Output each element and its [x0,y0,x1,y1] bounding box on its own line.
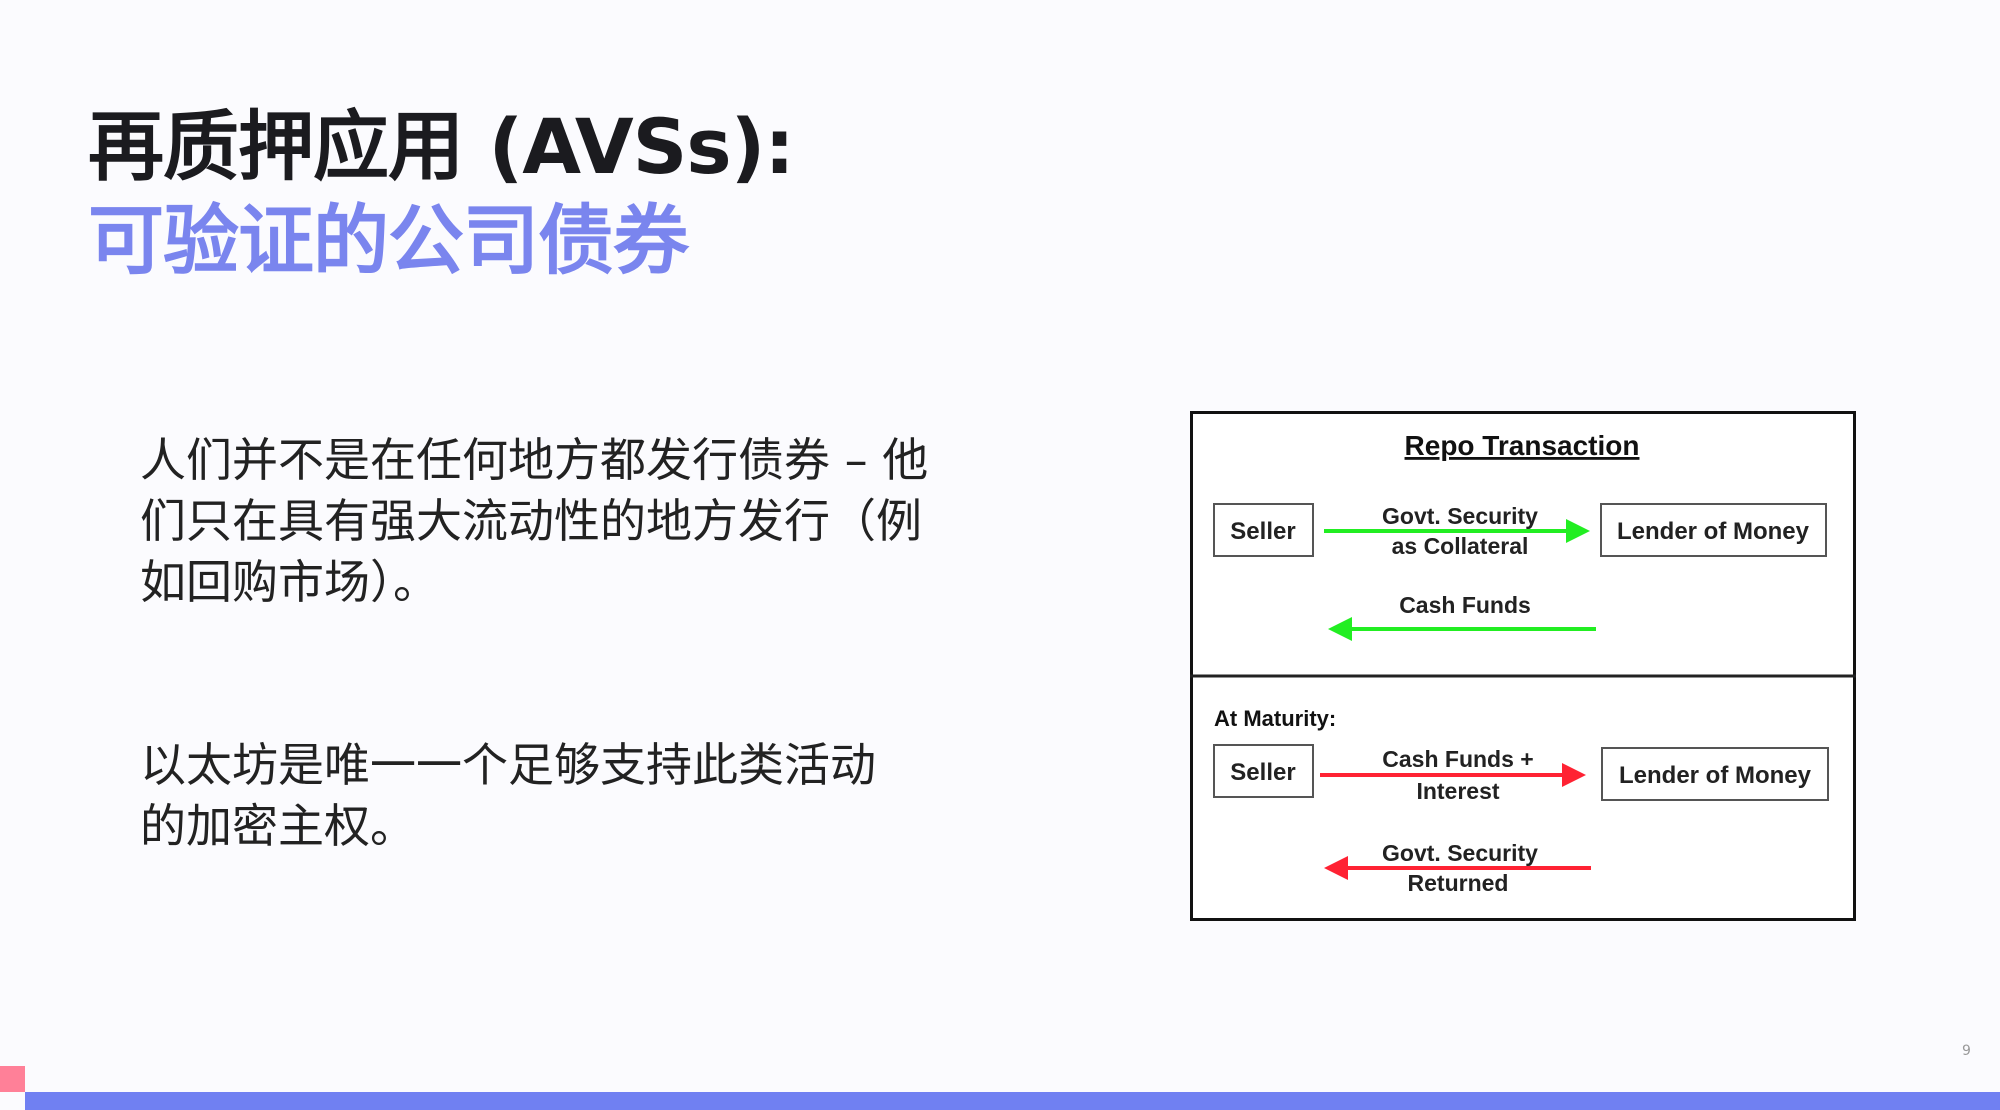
seller-box [1213,503,1314,557]
cash-interest-label-1: Cash Funds + [1382,746,1533,772]
lender-label: Lender of Money [1617,518,1810,545]
title-line-1: 再质押应用 (AVSs): [88,102,795,191]
diagram-border [1190,411,1856,921]
diagram-title: Repo Transaction [1405,430,1640,461]
cash-interest-label-2: Interest [1416,778,1499,804]
security-returned-label-1: Govt. Security [1382,840,1538,866]
seller-box-maturity [1213,744,1314,798]
footer-bar [25,1092,2000,1110]
lender-box [1600,503,1827,557]
collateral-label-2: as Collateral [1392,533,1529,559]
cash-funds-label: Cash Funds [1399,592,1531,618]
slide-title: 再质押应用 (AVSs): 可验证的公司债券 [88,100,795,288]
seller-label: Seller [1230,518,1295,545]
at-maturity-label: At Maturity: [1214,706,1336,731]
body-paragraph-2: 以太坊是唯一一个足够支持此类活动的加密主权。 [140,738,876,853]
accent-marker [0,1066,25,1092]
lender-box-maturity [1601,747,1829,801]
page-number: 9 [1962,1043,1971,1059]
body-paragraph-1: 人们并不是在任何地方都发行债券 – 他们只在具有强大流动性的地方发行（例如回购市… [140,433,929,609]
security-returned-label-2: Returned [1408,870,1509,896]
seller-label-maturity: Seller [1230,759,1295,786]
collateral-label-1: Govt. Security [1382,503,1538,529]
title-line-2: 可验证的公司债券 [88,196,689,285]
repo-transaction-diagram: Repo Transaction Seller Lender of Money … [1190,411,1856,921]
lender-label-maturity: Lender of Money [1619,762,1812,789]
